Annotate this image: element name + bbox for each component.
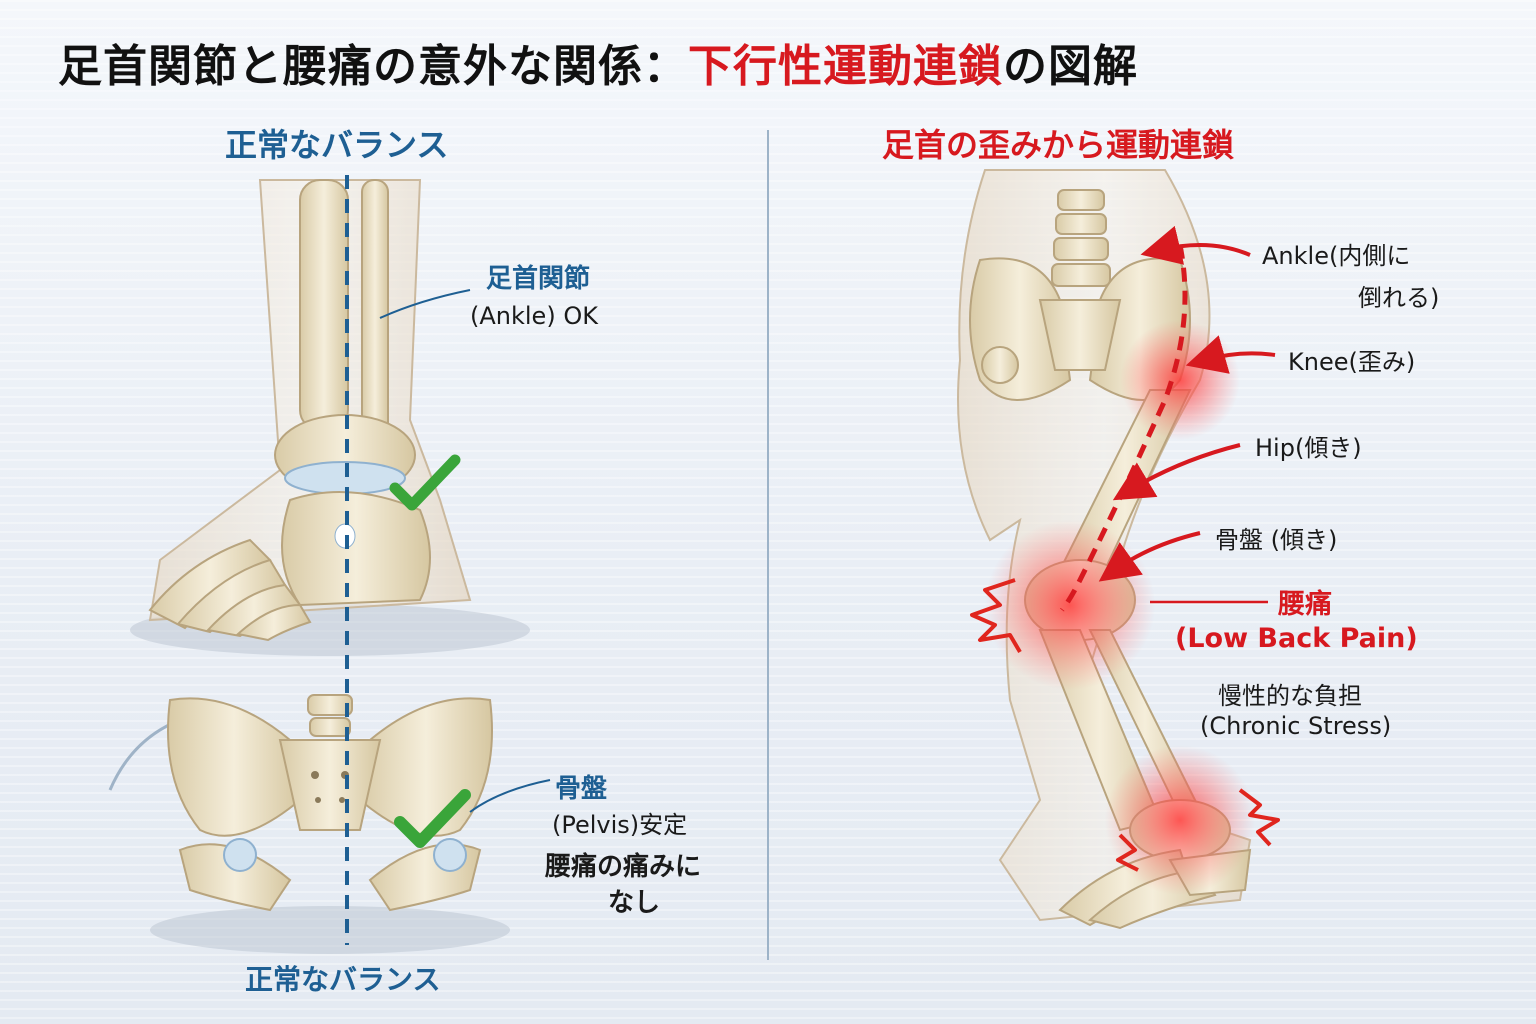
- pelvis-pointer-line: [469, 779, 551, 813]
- spine-vertebrae: [1051, 189, 1111, 287]
- ankle-label: 足首関節: [486, 264, 591, 294]
- lumbar-vertebrae: [307, 694, 353, 737]
- pelvis-note-line1: 腰痛の痛みに: [545, 852, 702, 882]
- arrow-pelvis: [1098, 531, 1201, 582]
- right-iliac: [358, 697, 493, 837]
- ankle-label-right-2: 倒れる): [1358, 284, 1440, 312]
- ankle-label-right: Ankle(内側に: [1262, 242, 1411, 270]
- sacrum: [278, 739, 382, 831]
- left-footer: 正常なバランス: [245, 963, 441, 996]
- arrow-ankle: [1140, 225, 1251, 265]
- low-back-pain-en: (Low Back Pain): [1175, 623, 1418, 654]
- ankle-sub-label: (Ankle) OK: [470, 302, 598, 330]
- knee-label: Knee(歪み): [1288, 348, 1416, 376]
- ankle-pointer-line: [379, 289, 471, 319]
- chronic-stress-en: (Chronic Stress): [1200, 712, 1392, 740]
- left-pelvis-illustration: [108, 694, 510, 954]
- pelvis-label: 骨盤: [555, 774, 608, 804]
- fibula-bone: [361, 179, 389, 441]
- tibia-bone: [299, 179, 349, 431]
- pelvis-note-line2: なし: [608, 888, 661, 918]
- arrow-knee: [1185, 335, 1276, 374]
- kinetic-chain-line: [1060, 244, 1188, 612]
- left-heading: 正常なバランス: [225, 126, 449, 164]
- chronic-stress-label: 慢性的な負担: [1218, 682, 1362, 710]
- arrow-hip: [1112, 443, 1241, 501]
- page-title: 足首関節と腰痛の意外な関係：下行性運動連鎖の図解: [58, 41, 1138, 92]
- low-back-pain-label: 腰痛: [1278, 589, 1332, 620]
- ankle-check-icon: [389, 454, 461, 511]
- pelvis-tilt-label: 骨盤 (傾き): [1215, 526, 1338, 554]
- right-heading: 足首の歪みから運動連鎖: [882, 126, 1235, 164]
- pelvis-check-icon: [394, 789, 471, 848]
- left-iliac: [167, 697, 302, 837]
- pain-burst-icons: [970, 578, 1280, 872]
- left-ankle-illustration: [130, 179, 530, 656]
- chain-arrows: [1098, 225, 1276, 582]
- hip-label: Hip(傾き): [1255, 434, 1362, 462]
- toe-bones: [148, 538, 312, 642]
- pelvis-sub-label: (Pelvis)安定: [552, 811, 688, 839]
